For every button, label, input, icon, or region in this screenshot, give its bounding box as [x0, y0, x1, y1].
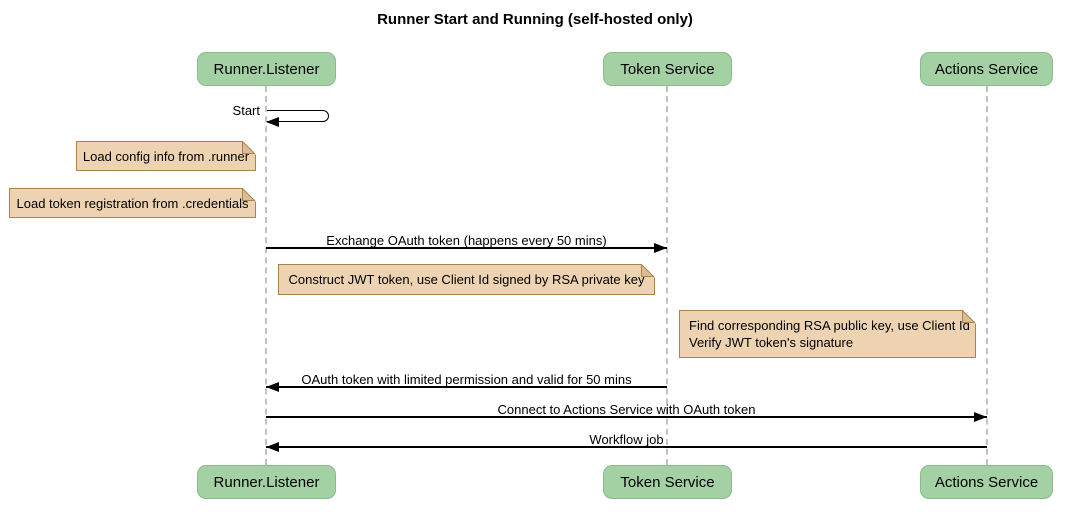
note-verify-jwt: Find corresponding RSA public key, use C…	[679, 310, 976, 358]
message-arrowhead-icon	[974, 412, 987, 422]
actor-runner-listener-bottom: Runner.Listener	[197, 465, 336, 499]
note-text-line-1: Find corresponding RSA public key, use C…	[689, 318, 970, 333]
message-arrowhead-icon	[654, 243, 667, 253]
note-construct-jwt: Construct JWT token, use Client Id signe…	[278, 264, 655, 295]
message-line	[266, 446, 987, 448]
note-text: Construct JWT token, use Client Id signe…	[288, 272, 645, 287]
note-load-config: Load config info from .runner	[76, 141, 256, 171]
note-fold-icon	[962, 310, 976, 324]
message-label-oauth-token-back: OAuth token with limited permission and …	[301, 372, 632, 387]
message-label-exchange-oauth: Exchange OAuth token (happens every 50 m…	[326, 233, 607, 248]
actor-actions-service-bottom: Actions Service	[920, 465, 1053, 499]
message-line	[266, 386, 667, 388]
diagram-title: Runner Start and Running (self-hosted on…	[377, 11, 693, 28]
note-text: Load token registration from .credential…	[16, 195, 249, 211]
actor-actions-service-top: Actions Service	[920, 52, 1053, 86]
message-label-workflow-job: Workflow job	[589, 432, 664, 447]
actor-runner-listener-top: Runner.Listener	[197, 52, 336, 86]
self-message-loop	[267, 110, 329, 122]
lifeline-actions-service	[986, 86, 988, 465]
message-arrowhead-icon	[266, 442, 279, 452]
note-fold-icon	[242, 141, 256, 155]
lifeline-token-service	[666, 86, 668, 465]
message-label-connect-actions: Connect to Actions Service with OAuth to…	[497, 402, 756, 417]
note-fold-icon	[242, 188, 256, 202]
actor-token-service-bottom: Token Service	[603, 465, 732, 499]
note-text-line-2: Verify JWT token's signature	[689, 335, 854, 350]
note-fold-icon	[641, 264, 655, 278]
lifeline-runner-listener	[265, 86, 267, 465]
actor-token-service-top: Token Service	[603, 52, 732, 86]
self-message-arrowhead-icon	[266, 117, 279, 127]
message-line	[266, 416, 987, 418]
note-load-token-registration: Load token registration from .credential…	[9, 188, 256, 218]
message-arrowhead-icon	[266, 382, 279, 392]
message-line	[266, 247, 667, 249]
note-text: Load config info from .runner	[82, 148, 250, 164]
message-label-start: Start	[232, 103, 260, 118]
